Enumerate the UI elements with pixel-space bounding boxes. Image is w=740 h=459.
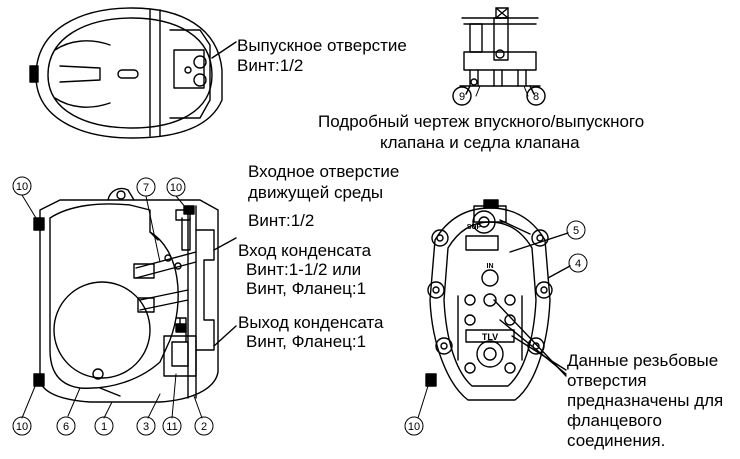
- balloon-10-tl: 10: [16, 181, 28, 193]
- balloon-5: 5: [573, 225, 579, 237]
- front-view: [425, 199, 571, 401]
- note-line1: Данные резьбовые: [567, 351, 719, 370]
- balloon-7: 7: [143, 182, 149, 194]
- outlet-thread: Винт:1/2: [237, 56, 304, 75]
- balloon-10-bl: 10: [16, 421, 28, 433]
- tlv-mark: TLV: [482, 332, 498, 342]
- section-view: [33, 187, 237, 403]
- condensate-outlet-line2: Винт, Фланец:1: [246, 332, 367, 351]
- detail-caption-line1: Подробный чертеж впускного/выпускного: [318, 112, 645, 131]
- inlet-medium: движущей среды: [248, 183, 384, 202]
- condensate-inlet-line3: Винт, Фланец:1: [246, 279, 367, 298]
- part-balloons: [12, 176, 588, 436]
- balloon-10-br: 10: [408, 421, 420, 433]
- detail-caption-line2: клапана и седла клапана: [380, 133, 580, 152]
- inlet-title: Входное отверстие: [248, 162, 400, 181]
- balloon-8: [526, 86, 546, 106]
- sup-mark: SUP: [467, 224, 482, 231]
- condensate-inlet-title: Вход конденсата: [238, 241, 372, 260]
- balloon-2: 2: [201, 421, 207, 433]
- balloon-8-text: 8: [533, 91, 539, 103]
- balloon-4: 4: [575, 258, 581, 270]
- balloon-9: [452, 86, 472, 106]
- condensate-outlet-title: Выход конденсата: [238, 313, 384, 332]
- balloon-9-text: 9: [459, 91, 465, 103]
- inlet-thread: Винт:1/2: [248, 211, 315, 230]
- note-line5: соединения.: [567, 431, 666, 450]
- balloon-numbers: 10 7 10 10 6 1 3 11 2 5 4 10 9 8: [16, 91, 581, 433]
- in-mark: IN: [487, 263, 494, 270]
- balloon-3: 3: [143, 421, 149, 433]
- outlet-title: Выпускное отверстие: [237, 36, 407, 55]
- note-line2: отверстия: [567, 371, 647, 390]
- balloon-1: 1: [101, 421, 107, 433]
- balloon-6: 6: [63, 421, 69, 433]
- casting-marks: SUP IN TLV: [467, 224, 498, 342]
- valve-detail: [459, 7, 541, 95]
- note-line3: предназначены для: [567, 391, 724, 410]
- balloon-10-tr: 10: [170, 182, 182, 194]
- leader-lines: [21, 85, 529, 419]
- note-line4: фланцевого: [567, 411, 662, 430]
- balloon-11: 11: [166, 421, 177, 433]
- top-view: [29, 7, 237, 139]
- condensate-inlet-line2: Винт:1-1/2 или: [246, 260, 362, 279]
